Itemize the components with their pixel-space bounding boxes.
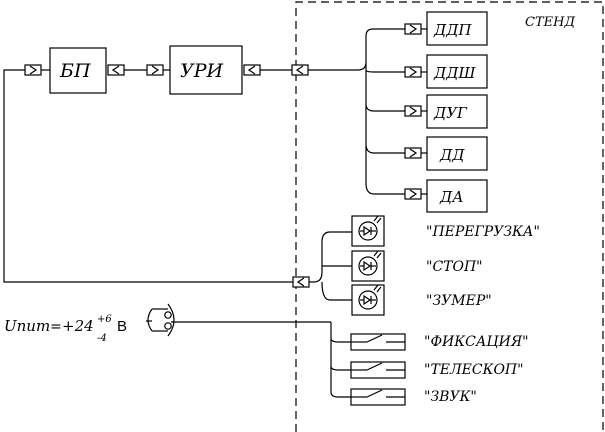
sensor-dd-label: ДД	[439, 146, 465, 164]
sensor-ddsh: ДДШ	[404, 54, 488, 89]
indicator-buzzer: "ЗУМЕР"	[351, 284, 492, 316]
bp-right-connector	[107, 64, 125, 76]
indicator-stop-label: "СТОП"	[426, 259, 483, 275]
indicator-stop: "СТОП"	[351, 250, 483, 282]
uri-label: УРИ	[180, 60, 224, 82]
stand-upper-connector	[291, 64, 309, 76]
switch-sound[interactable]: "ЗВУК"	[350, 388, 477, 406]
bp-label: БП	[59, 60, 91, 82]
sensor-da: ДА	[404, 179, 488, 213]
sensor-da-label: ДА	[439, 188, 464, 206]
power-label: Uпит = +24 +6 -4 В	[4, 314, 127, 344]
sensor-dug-label: ДУГ	[433, 104, 468, 122]
power-value: +24	[62, 317, 94, 335]
power-unit: В	[117, 318, 127, 335]
indicator-overload: "ПЕРЕГРУЗКА"	[351, 215, 540, 247]
sensor-ddsh-label: ДДШ	[433, 64, 476, 82]
return-wire	[3, 69, 293, 283]
sensor-ddp-label: ДДП	[433, 21, 472, 39]
stand-boundary	[295, 1, 604, 432]
power-symbol: Uпит	[4, 317, 50, 335]
power-tol-minus: -4	[97, 333, 107, 344]
switch-sound-label: "ЗВУК"	[424, 389, 477, 405]
uri-right-connector	[243, 64, 261, 76]
switch-telescope-label: "ТЕЛЕСКОП"	[424, 362, 524, 378]
bp-left-connector	[24, 64, 50, 76]
indicator-overload-label: "ПЕРЕГРУЗКА"	[426, 224, 540, 240]
sensor-ddp: ДДП	[404, 11, 488, 46]
sensor-dug: ДУГ	[404, 94, 488, 129]
power-equals: =	[50, 319, 62, 335]
switch-telescope[interactable]: "ТЕЛЕСКОП"	[350, 361, 524, 379]
switch-bus	[330, 322, 351, 398]
switch-fixation-label: "ФИКСАЦИЯ"	[424, 334, 529, 350]
indicator-buzzer-label: "ЗУМЕР"	[426, 293, 492, 309]
stand-lower-connector	[292, 276, 310, 288]
uri-block: УРИ	[146, 45, 261, 95]
uri-left-connector	[146, 64, 170, 76]
stand-title: СТЕНД	[525, 15, 575, 30]
power-tol-plus: +6	[97, 314, 112, 325]
switch-fixation[interactable]: "ФИКСАЦИЯ"	[350, 333, 529, 351]
bp-block: БП	[49, 47, 107, 94]
sensor-bus	[357, 28, 405, 195]
power-plug	[146, 303, 175, 337]
sensor-dd: ДД	[404, 136, 488, 171]
indicator-bus	[309, 231, 352, 301]
